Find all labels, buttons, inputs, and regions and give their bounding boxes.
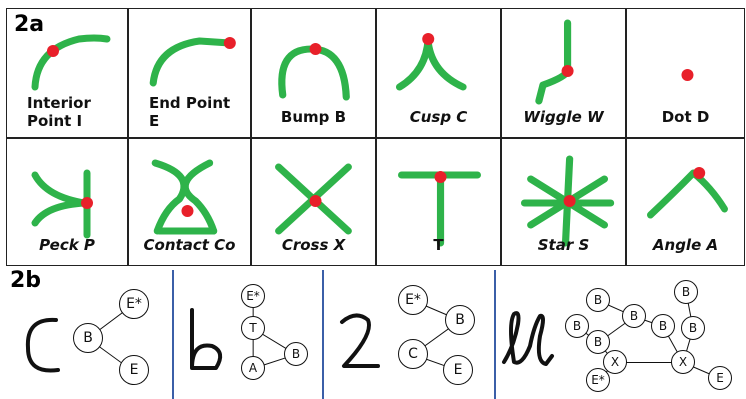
cross-feature-point: [309, 195, 322, 207]
graph-node: E*: [586, 368, 610, 392]
graph-node: B: [445, 305, 475, 335]
cell-bump: Bump B: [251, 8, 376, 138]
cusp-stroke: [395, 35, 432, 91]
graph-node: B: [73, 323, 103, 353]
contact-label: Contact Co: [143, 236, 236, 254]
graph-node: B: [622, 304, 646, 328]
cell-peck: Peck P: [6, 138, 128, 266]
angle-stroke-drawing: [646, 167, 728, 219]
cusp-stroke: [424, 39, 467, 91]
contact-stroke: [181, 159, 218, 235]
angle-feature-point: [693, 167, 706, 179]
handwritten-glyph-3: [502, 311, 554, 366]
graph-node: E: [443, 355, 473, 385]
section-2a-tag: 2a: [14, 12, 45, 37]
graph-node: E*: [398, 285, 428, 315]
graph-node: E: [119, 355, 149, 385]
contact-stroke-drawing: [151, 159, 218, 235]
peck-stroke: [31, 171, 89, 207]
star-label: Star S: [537, 236, 590, 254]
panel-separator: [322, 270, 324, 399]
angle-stroke: [646, 169, 728, 219]
cell-angle: Angle A: [626, 138, 745, 266]
t-junction-stroke-drawing: [398, 171, 481, 247]
dot-label: Dot D: [661, 108, 710, 126]
panel-separator: [494, 270, 496, 399]
peck-feature-point: [81, 197, 93, 209]
peck-stroke-drawing: [31, 169, 93, 239]
interior-point-stroke: [31, 34, 111, 91]
end-point-stroke-drawing: [149, 37, 236, 87]
graph-node: B: [586, 288, 610, 312]
graph-node: T: [241, 316, 265, 340]
dot-stroke-drawing: [681, 69, 694, 81]
graph-node: C: [398, 339, 428, 369]
end-point-label: End Point: [149, 94, 231, 112]
wiggle-stroke: [535, 19, 572, 105]
interior-point-label: Interior: [27, 94, 91, 112]
bump-stroke-drawing: [278, 43, 350, 101]
bump-label: Bump B: [280, 108, 347, 126]
t-junction-label: T: [433, 236, 444, 254]
wiggle-label: Wiggle W: [523, 108, 604, 126]
graph-node: E*: [241, 284, 265, 308]
star-stroke-drawing: [520, 155, 615, 247]
graph-node: A: [241, 356, 265, 380]
interior-point-feature-point: [47, 45, 59, 57]
cell-wiggle: Wiggle W: [501, 8, 626, 138]
cusp-feature-point: [422, 33, 435, 45]
cell-dot: Dot D: [626, 8, 745, 138]
wiggle-feature-point: [561, 65, 574, 77]
graph-edge: [615, 362, 683, 364]
cell-star: Star S: [501, 138, 626, 266]
wiggle-stroke-drawing: [535, 19, 574, 105]
end-point-label-line2: E: [149, 112, 160, 130]
graph-node: X: [603, 350, 627, 374]
peck-label: Peck P: [39, 236, 95, 254]
cross-label: Cross X: [281, 236, 346, 254]
cell-t-junction: T: [376, 138, 501, 266]
panel-separator: [172, 270, 174, 399]
peck-stroke: [31, 199, 89, 227]
angle-label: Angle A: [652, 236, 719, 254]
cell-cross: Cross X: [251, 138, 376, 266]
contact-feature-point: [181, 205, 194, 217]
cusp-stroke-drawing: [395, 33, 467, 91]
cell-contact: Contact Co: [128, 138, 251, 266]
graph-node: B: [586, 330, 610, 354]
bump-feature-point: [309, 43, 322, 55]
interior-point-stroke-drawing: [31, 34, 111, 91]
interior-point-label-line2: Point I: [27, 112, 83, 130]
handwritten-glyph-1: [190, 308, 223, 370]
dot-feature-point: [681, 69, 694, 81]
cell-cusp: Cusp C: [376, 8, 501, 138]
graph-node: B: [284, 342, 308, 366]
cross-stroke-drawing: [275, 163, 352, 235]
graph-node: B: [651, 314, 675, 338]
graph-node: B: [674, 280, 698, 304]
graph-node: B: [681, 316, 705, 340]
contact-stroke: [151, 159, 188, 235]
graph-node: E: [708, 366, 732, 390]
handwritten-glyph-0: [25, 317, 60, 373]
bump-stroke: [278, 45, 350, 101]
t-junction-feature-point: [434, 171, 447, 183]
end-point-feature-point: [223, 37, 236, 49]
section-2b-tag: 2b: [10, 268, 42, 293]
cusp-label: Cusp C: [409, 108, 468, 126]
star-feature-point: [563, 195, 576, 207]
handwritten-glyph-2: [340, 313, 380, 368]
graph-node: B: [565, 314, 589, 338]
graph-node: E*: [119, 289, 149, 319]
end-point-stroke: [149, 37, 234, 87]
graph-node: X: [671, 350, 695, 374]
